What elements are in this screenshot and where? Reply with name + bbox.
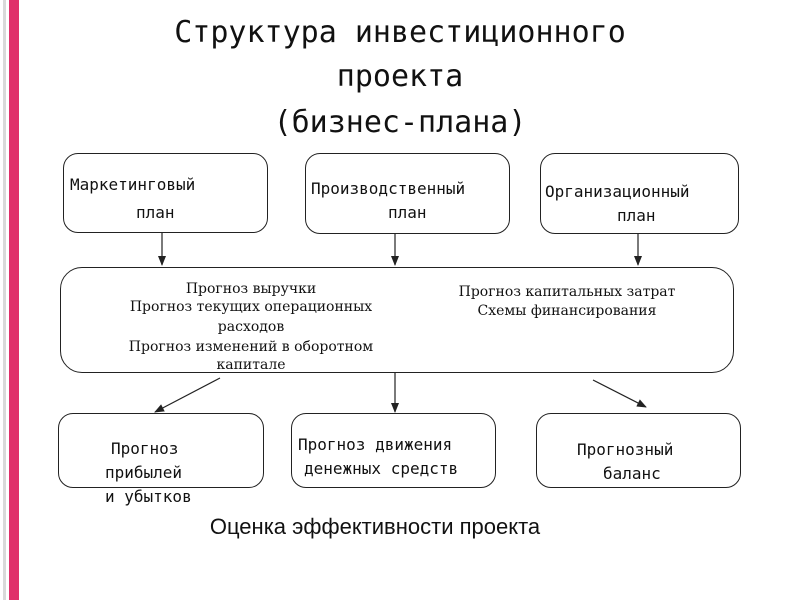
organizational-plan-box: Организационный план <box>540 153 739 234</box>
marketing-plan-box: Маркетинговый план <box>63 153 268 233</box>
forecasts-box: Прогноз выручки Прогноз текущих операцио… <box>60 267 734 373</box>
marketing-plan-label-line2: план <box>136 203 175 222</box>
production-plan-label-line1: Производственный <box>311 179 466 198</box>
organizational-plan-label-line1: Организационный <box>545 182 690 201</box>
title-line-3: (бизнес-плана) <box>273 105 527 140</box>
forecast-financing-schemes: Схемы финансирования <box>477 303 657 319</box>
balance-forecast-box: Прогнозный баланс <box>536 413 741 488</box>
forecast-operating-expenses-line2: расходов <box>217 319 285 335</box>
cash-flow-label-line2: денежных средств <box>304 459 459 478</box>
marketing-plan-label-line1: Маркетинговый <box>70 175 196 194</box>
slide-edge-bar <box>0 0 22 600</box>
forecast-revenue: Прогноз выручки <box>185 281 317 297</box>
profit-loss-label-line3: и убытков <box>105 487 192 506</box>
balance-label-line2: баланс <box>603 464 661 483</box>
arrow-forecasts-to-profit-loss <box>154 377 221 413</box>
title-line-1: Структура инвестиционного <box>174 15 626 50</box>
forecast-working-capital-line1: Прогноз изменений в оборотном <box>128 339 374 355</box>
forecast-operating-expenses-line1: Прогноз текущих операционных <box>129 299 373 315</box>
production-plan-box: Производственный план <box>305 153 510 234</box>
forecast-capital-costs: Прогноз капитальных затрат <box>458 284 676 300</box>
forecast-working-capital-line2: капитале <box>216 357 286 373</box>
conclusion-text: Оценка эффективности проекта <box>209 514 541 539</box>
cash-flow-label-line1: Прогноз движения <box>298 435 453 454</box>
organizational-plan-label-line2: план <box>617 206 656 225</box>
title-line-2: проекта <box>336 59 464 94</box>
profit-loss-label-line1: Прогноз <box>111 439 179 458</box>
balance-label-line1: Прогнозный <box>577 440 674 459</box>
profit-loss-forecast-box: Прогноз прибылей и убытков <box>58 413 264 506</box>
production-plan-label-line2: план <box>388 203 427 222</box>
cash-flow-forecast-box: Прогноз движения денежных средств <box>291 413 496 488</box>
arrow-forecasts-to-balance <box>592 379 647 408</box>
profit-loss-label-line2: прибылей <box>105 463 183 482</box>
